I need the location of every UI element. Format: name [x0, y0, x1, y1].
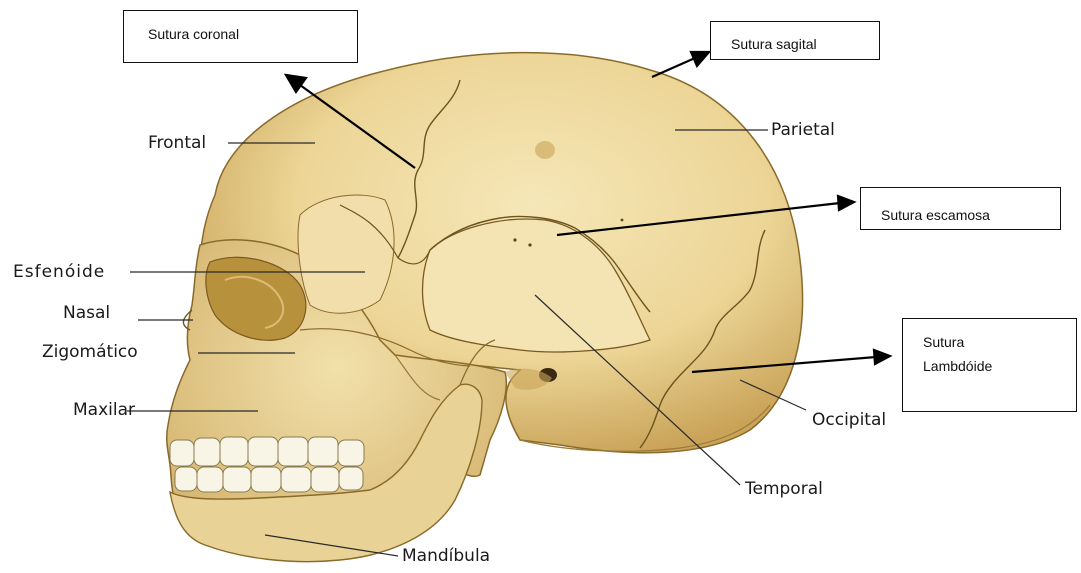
label-occipital: Occipital	[812, 410, 886, 430]
box-sutura-sagital: Sutura sagital	[710, 21, 880, 60]
box-sutura-escamosa-text: Sutura escamosa	[881, 206, 990, 224]
label-mandibula: Mandíbula	[402, 546, 490, 566]
box-sutura-escamosa: Sutura escamosa	[860, 187, 1061, 230]
box-sutura-lambdoide: Sutura Lambdóide	[902, 318, 1077, 412]
label-frontal: Frontal	[148, 133, 206, 153]
box-sutura-sagital-text: Sutura sagital	[731, 35, 817, 53]
box-sutura-coronal: Sutura coronal	[123, 10, 358, 63]
upper-teeth	[170, 437, 364, 466]
box-sutura-lambdoide-line2: Lambdóide	[923, 357, 992, 375]
box-sutura-lambdoide-line1: Sutura	[923, 333, 964, 351]
box-sutura-coronal-text: Sutura coronal	[148, 25, 239, 43]
label-esfenoide: Esfenóide	[13, 262, 105, 282]
label-zigomatico: Zigomático	[42, 342, 138, 362]
label-maxilar: Maxilar	[73, 400, 135, 420]
label-parietal: Parietal	[771, 120, 835, 140]
label-temporal: Temporal	[745, 479, 823, 499]
lower-teeth	[175, 467, 363, 492]
label-nasal: Nasal	[63, 303, 110, 323]
